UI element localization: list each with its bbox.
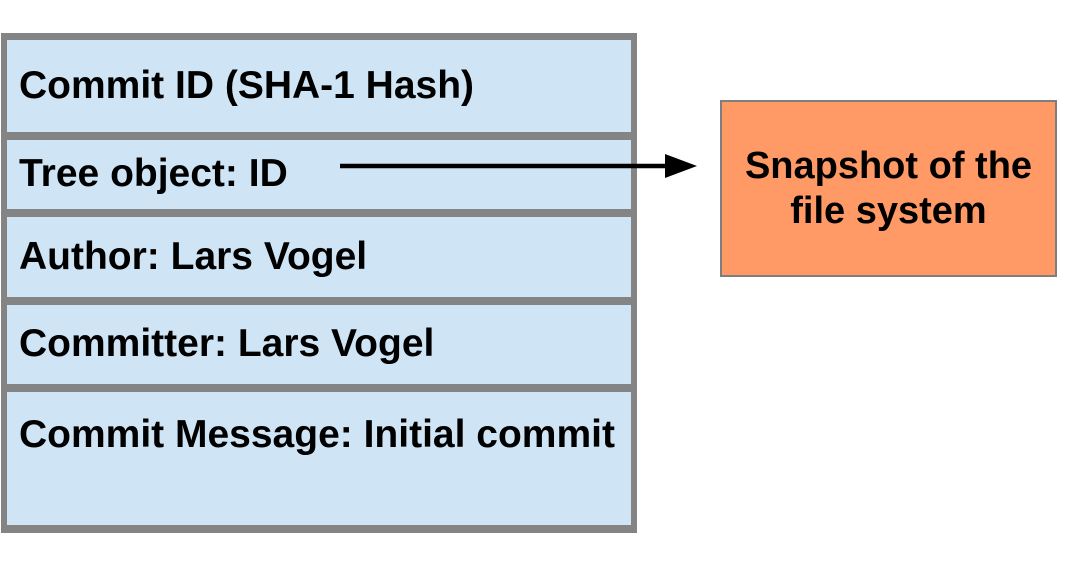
commit-row-label: Author: Lars Vogel xyxy=(19,234,368,278)
commit-row-label: Tree object: ID xyxy=(19,152,288,196)
arrow-head-icon xyxy=(665,154,697,178)
commit-row-tree: Tree object: ID xyxy=(7,140,631,209)
commit-row-author: Author: Lars Vogel xyxy=(7,217,631,297)
snapshot-box: Snapshot of the file system xyxy=(720,100,1057,277)
commit-row-label: Commit ID (SHA-1 Hash) xyxy=(19,63,475,107)
commit-row-id: Commit ID (SHA-1 Hash) xyxy=(7,40,631,132)
commit-row-committer: Committer: Lars Vogel xyxy=(7,305,631,384)
commit-row-message: Commit Message: Initial commit xyxy=(7,392,631,525)
snapshot-box-label: Snapshot of the file system xyxy=(744,145,1033,232)
commit-object-box: Commit ID (SHA-1 Hash) Tree object: ID A… xyxy=(1,33,637,533)
commit-row-label: Commit Message: Initial commit xyxy=(19,413,615,456)
commit-row-label: Committer: Lars Vogel xyxy=(19,322,435,366)
